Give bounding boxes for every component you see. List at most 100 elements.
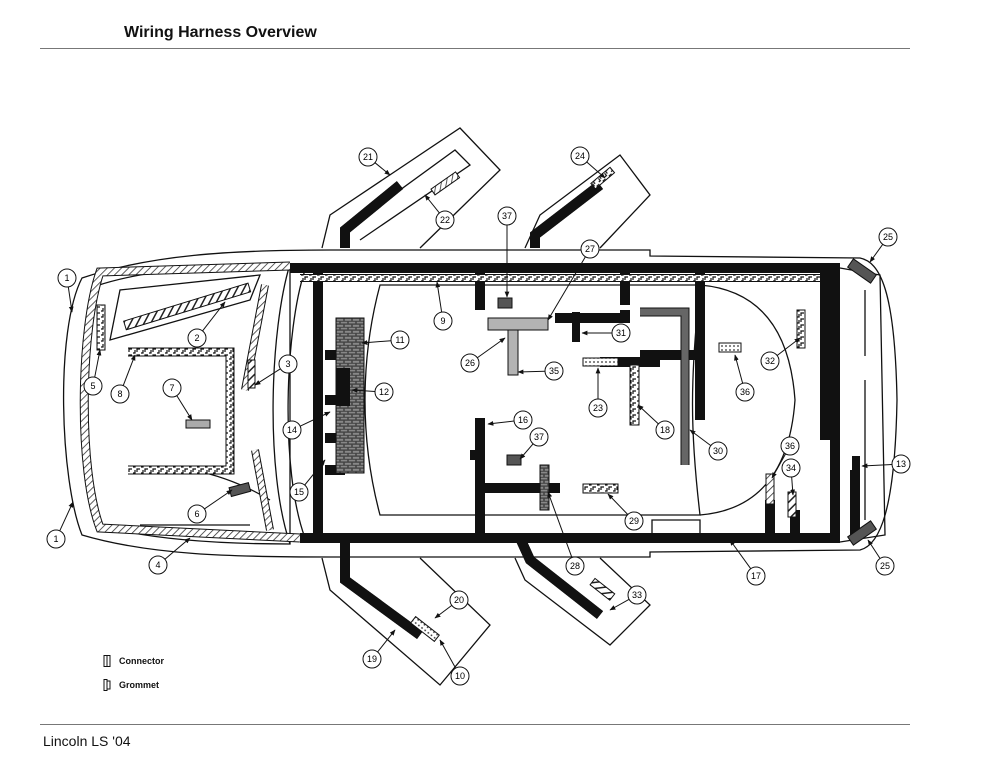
leader-line	[67, 286, 74, 313]
callout-30: 30	[689, 429, 728, 461]
callout-circle	[435, 210, 455, 230]
callout-32: 32	[760, 337, 801, 371]
callout-circle	[588, 398, 608, 418]
callout-number: 14	[287, 425, 297, 435]
callout-37: 37	[519, 427, 549, 460]
callout-number: 30	[713, 446, 723, 456]
callout-circle	[278, 354, 298, 374]
leader-line	[434, 605, 453, 619]
leader-line	[424, 194, 440, 214]
callout-number: 16	[518, 415, 528, 425]
callout-16: 16	[487, 410, 533, 430]
callout-circle	[187, 328, 207, 348]
callout-number: 10	[455, 671, 465, 681]
callout-circle	[433, 311, 453, 331]
leader-line	[299, 411, 331, 427]
callout-number: 7	[169, 383, 174, 393]
callout-circle	[358, 147, 378, 167]
callout-number: 28	[570, 561, 580, 571]
callout-circle	[570, 146, 590, 166]
callout-circle	[497, 206, 517, 226]
callout-27: 27	[547, 239, 600, 321]
leader-line	[869, 244, 884, 263]
callout-circle	[780, 436, 800, 456]
callout-number: 31	[616, 328, 626, 338]
callout-number: 13	[896, 459, 906, 469]
callout-circle	[187, 504, 207, 524]
callout-8: 8	[110, 354, 136, 404]
callout-circle	[624, 511, 644, 531]
leader-line	[204, 489, 233, 510]
callout-number: 17	[751, 571, 761, 581]
callout-15: 15	[289, 459, 326, 502]
callout-number: 22	[440, 215, 450, 225]
callout-circle	[529, 427, 549, 447]
harness-2	[123, 282, 252, 331]
callout-circle	[449, 590, 469, 610]
callout-number: 37	[534, 432, 544, 442]
callout-23: 23	[588, 367, 608, 418]
callout-circle	[611, 323, 631, 343]
callout-number: 6	[194, 509, 199, 519]
callout-25: 25	[869, 227, 898, 263]
callout-circle	[875, 556, 895, 576]
callout-number: 15	[294, 487, 304, 497]
vehicle-outline	[62, 127, 898, 686]
callout-circle	[148, 555, 168, 575]
leader-line	[689, 429, 712, 447]
callout-number: 2	[194, 333, 199, 343]
callout-number: 9	[440, 316, 445, 326]
callout-21: 21	[358, 147, 391, 176]
callout-number: 4	[155, 560, 160, 570]
callout-circle	[627, 585, 647, 605]
callout-number: 12	[379, 387, 389, 397]
header-divider	[40, 48, 910, 49]
callout-circle	[544, 361, 564, 381]
leader-line	[176, 395, 193, 421]
callout-14: 14	[282, 411, 331, 440]
legend-label: Connector	[119, 656, 164, 666]
leader-line	[377, 629, 396, 653]
footer-divider	[40, 724, 910, 725]
leader-line	[304, 459, 326, 486]
callout-circle	[374, 382, 394, 402]
callout-number: 23	[593, 403, 603, 413]
callout-number: 36	[785, 441, 795, 451]
callout-20: 20	[434, 590, 469, 619]
connector-icon	[103, 655, 111, 667]
harness-7	[185, 419, 211, 429]
callout-4: 4	[148, 537, 191, 575]
callout-17: 17	[729, 539, 766, 586]
callout-number: 18	[660, 425, 670, 435]
leader-line	[776, 337, 801, 356]
callout-33: 33	[609, 585, 647, 611]
leader-line	[122, 354, 136, 386]
callout-circle	[110, 384, 130, 404]
leader-line	[547, 256, 586, 321]
leader-line	[771, 453, 787, 479]
callout-36: 36	[771, 436, 800, 479]
leader-line	[361, 340, 392, 345]
legend-label: Grommet	[119, 680, 160, 690]
leader-line	[254, 368, 281, 386]
leader-line	[734, 354, 744, 384]
callout-circle	[83, 376, 103, 396]
leader-line	[94, 349, 102, 378]
callout-circle	[891, 454, 911, 474]
callout-number: 27	[585, 244, 595, 254]
leader-line	[861, 463, 893, 469]
callout-number: 25	[880, 561, 890, 571]
callout-10: 10	[439, 639, 470, 686]
callout-number: 35	[549, 366, 559, 376]
footer-model: Lincoln LS '04	[43, 733, 131, 749]
callout-37: 37	[497, 206, 517, 298]
callout-34: 34	[781, 458, 801, 496]
callout-circle	[390, 330, 410, 350]
callout-circle	[760, 351, 780, 371]
callout-circle	[46, 529, 66, 549]
callout-5: 5	[83, 349, 103, 396]
leader-line	[164, 537, 191, 560]
callout-number: 37	[502, 211, 512, 221]
callout-number: 21	[363, 152, 373, 162]
